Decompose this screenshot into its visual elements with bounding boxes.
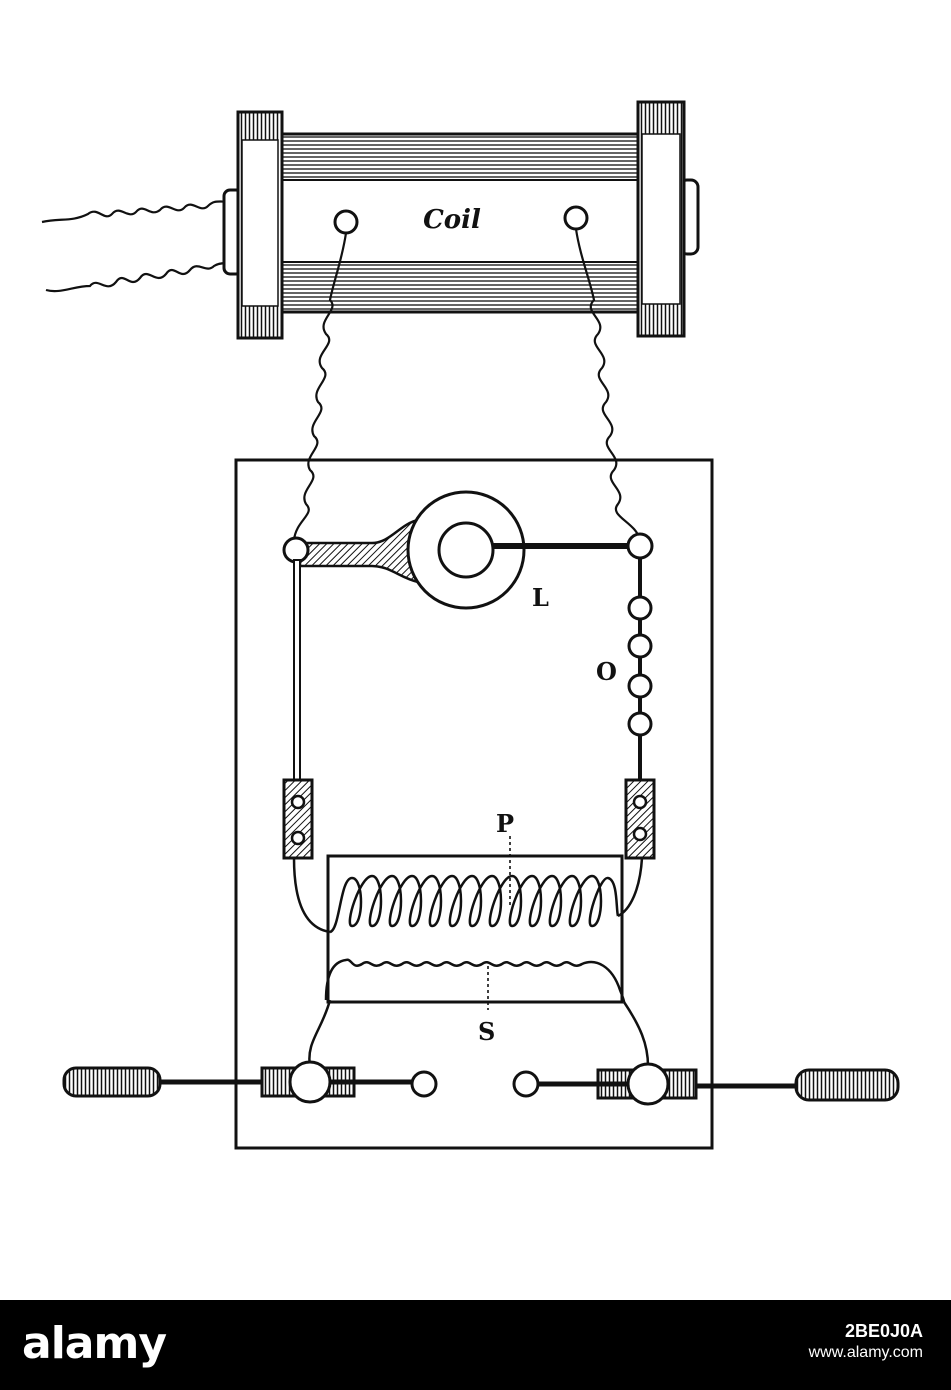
left-conductor-rod: [293, 559, 301, 781]
spark-ball: [627, 673, 653, 699]
discharger-ball-right-large: [626, 1062, 670, 1106]
spark-discharger: [62, 1060, 900, 1106]
coil-terminal-left: [333, 209, 359, 235]
spark-ball: [627, 633, 653, 659]
coil-lead-right: [574, 228, 642, 541]
lead-left-to-primary: [292, 857, 331, 934]
hatched-connector: [298, 518, 420, 584]
discharger-ball-left-large: [288, 1060, 332, 1104]
discharger-ball-left-small: [410, 1070, 438, 1098]
base-board: [234, 458, 714, 1150]
label-L: L: [532, 583, 549, 612]
discharger-ball-right-small: [512, 1070, 540, 1098]
watermark-url: www.alamy.com: [808, 1344, 923, 1361]
coil-lead-left: [292, 232, 348, 541]
coil-label: Coil: [423, 205, 481, 235]
lead-right-to-primary: [617, 857, 644, 918]
transformer: P S: [292, 809, 644, 1046]
coil-terminal-right: [563, 205, 589, 231]
induction-coil: Coil: [41, 100, 700, 340]
alamy-logo: alamy: [22, 1318, 167, 1369]
coil-input-wire-lower: [45, 260, 233, 293]
board-terminal-left: [282, 536, 310, 564]
handle-left: [62, 1066, 162, 1098]
secondary-lead-right: [622, 1001, 650, 1067]
coil-input-wire-upper: [41, 198, 233, 224]
secondary-lead-left: [308, 999, 332, 1067]
handle-right: [794, 1068, 900, 1102]
diagram-canvas: Coil L O P S: [41, 100, 900, 1150]
clamp-left: [282, 778, 314, 860]
watermark-info: 2BE0J0A www.alamy.com: [809, 1320, 923, 1364]
clamp-right: [624, 778, 656, 860]
board-terminal-right: [626, 532, 654, 560]
spark-ball: [627, 595, 653, 621]
condenser-inner-disk: [437, 521, 495, 579]
secondary-coil-S: [324, 958, 626, 1003]
watermark-bar: alamy 2BE0J0A www.alamy.com: [0, 1300, 951, 1390]
label-S: S: [478, 1017, 495, 1046]
spark-gap-chain-O: O: [596, 558, 653, 780]
image-id: 2BE0J0A: [844, 1321, 923, 1341]
spark-ball: [627, 711, 653, 737]
condenser-assembly: L: [282, 490, 654, 612]
label-P: P: [496, 809, 514, 838]
primary-coil-P: [329, 874, 620, 934]
label-O: O: [596, 657, 617, 686]
